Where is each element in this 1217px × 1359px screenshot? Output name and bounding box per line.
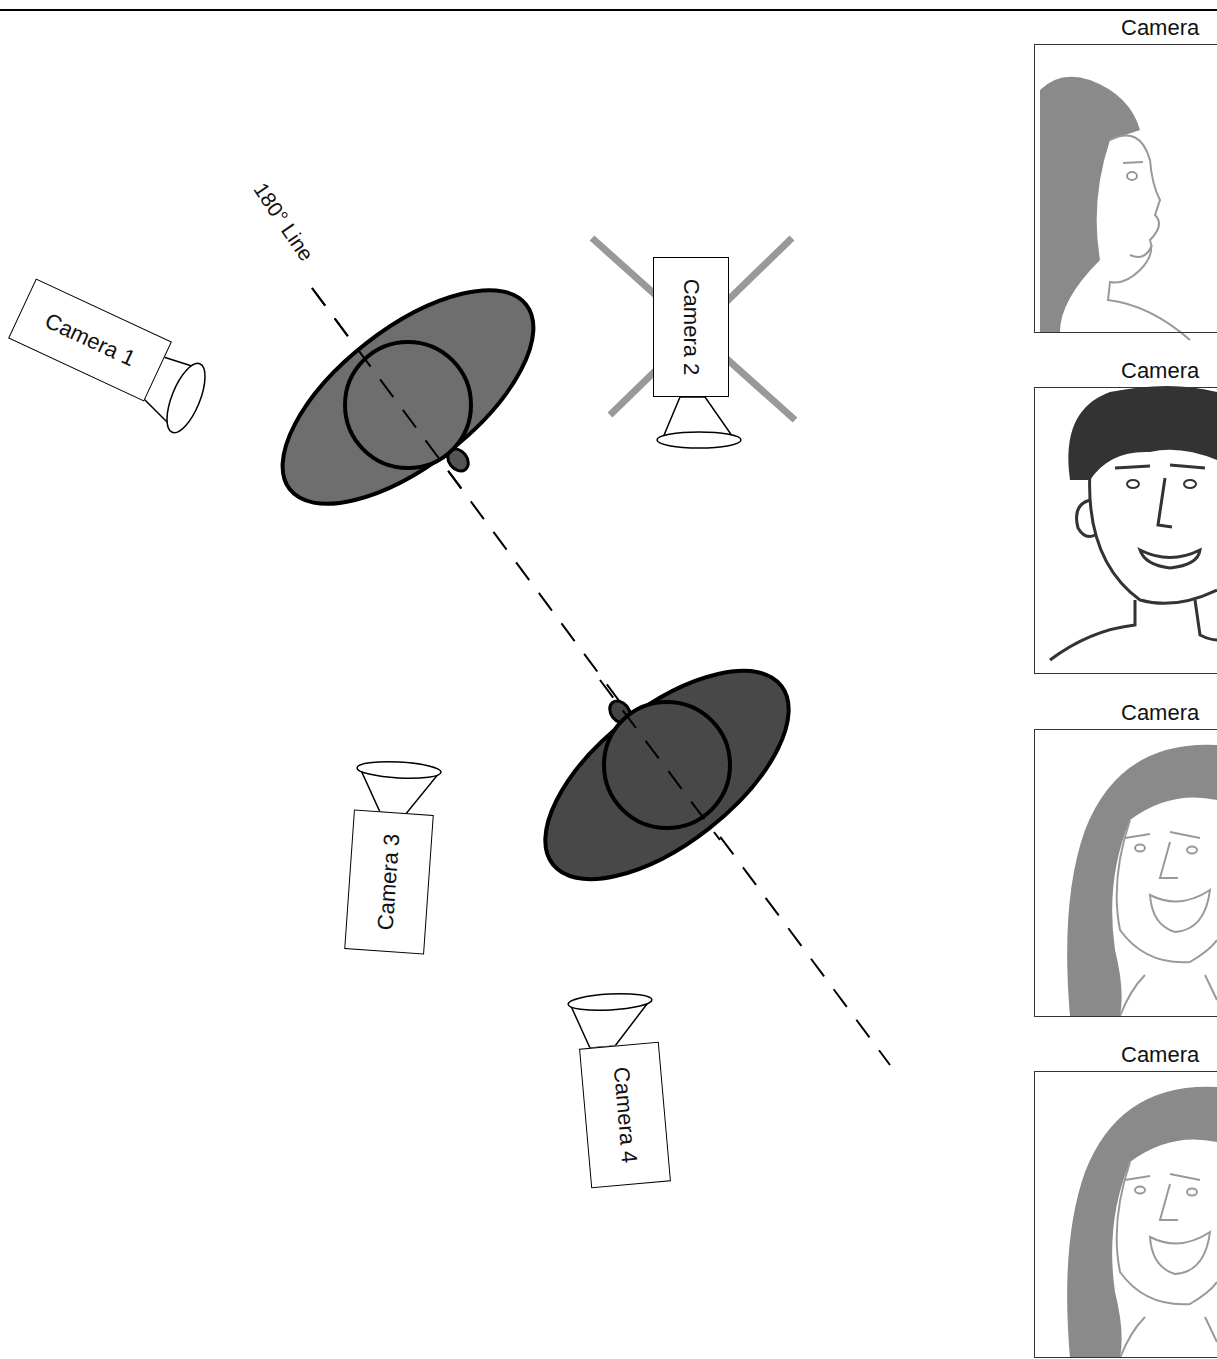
camera-body: Camera 1 — [8, 278, 172, 401]
camera-body: Camera 3 — [344, 809, 434, 954]
shot-face-woman — [1067, 745, 1217, 1016]
camera-label: Camera 1 — [41, 308, 140, 372]
shot-heading: Camera — [1119, 15, 1201, 41]
shot-frame: Camera — [1034, 729, 1217, 1017]
axis-line — [312, 288, 890, 1065]
camera-label: Camera 2 — [678, 279, 704, 376]
shot-frame: Camera — [1034, 44, 1217, 333]
person-top — [248, 251, 568, 543]
top-rule — [0, 9, 1217, 11]
shot-face-woman — [1067, 1087, 1217, 1358]
shot-heading: Camera — [1119, 700, 1201, 726]
axis-label: 180° Line — [248, 178, 318, 265]
camera-label: Camera 4 — [608, 1066, 642, 1164]
shot-heading: Camera — [1119, 1042, 1201, 1068]
shot-face-man — [1050, 386, 1217, 660]
shot-frame: Camera — [1034, 387, 1217, 674]
camera-body: Camera 2 — [653, 257, 729, 397]
shot-frame: Camera — [1034, 1071, 1217, 1358]
camera-body: Camera 4 — [579, 1042, 671, 1188]
person-bottom — [511, 632, 823, 918]
shot-heading: Camera — [1119, 358, 1201, 384]
shot-face-profile — [1040, 77, 1190, 340]
camera-lens — [140, 352, 741, 1048]
camera-label: Camera 3 — [373, 833, 406, 931]
